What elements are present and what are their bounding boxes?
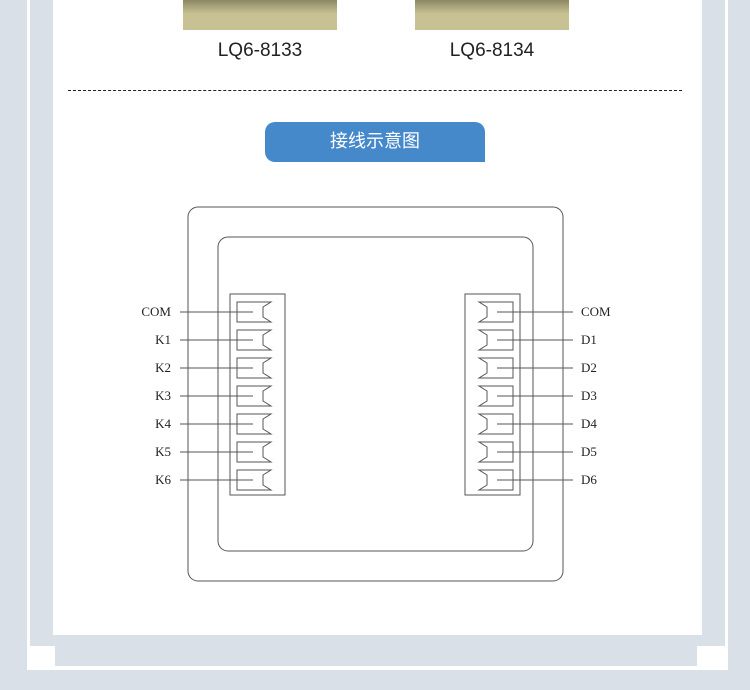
terminal-label-right: D1: [581, 332, 597, 347]
right-terminal-block: [464, 293, 521, 496]
frame-bottom-bar: [55, 646, 697, 666]
terminal-connector: [477, 441, 514, 463]
left-terminal-block: [229, 293, 286, 496]
terminal-label-left: K1: [155, 332, 171, 347]
terminal-label-right: D6: [581, 472, 597, 487]
divider: [68, 90, 682, 91]
terminal-connector: [477, 413, 514, 435]
terminal-connector: [477, 301, 514, 323]
terminal-connector: [236, 441, 273, 463]
terminal-label-left: K5: [155, 444, 171, 459]
terminal-connector: [477, 385, 514, 407]
terminal-label-right: D3: [581, 388, 597, 403]
product-model-label: LQ6-8134: [449, 40, 535, 61]
terminal-connector: [477, 329, 514, 351]
terminal-label-left: COM: [141, 304, 171, 319]
terminal-connector: [236, 301, 273, 323]
terminal-connector: [236, 469, 273, 491]
terminal-connector: [236, 329, 273, 351]
terminal-label-right: COM: [581, 304, 611, 319]
product-image: [415, 0, 569, 30]
section-title-tab: 接线示意图: [265, 122, 485, 162]
terminal-connector: [236, 413, 273, 435]
terminal-label-left: K2: [155, 360, 171, 375]
terminal-label-right: D5: [581, 444, 597, 459]
terminal-label-right: D4: [581, 416, 597, 431]
content-panel: [53, 0, 702, 635]
terminal-connector: [477, 357, 514, 379]
terminal-label-right: D2: [581, 360, 597, 375]
terminal-label-left: K6: [155, 472, 171, 487]
terminal-connector: [236, 385, 273, 407]
device-outer-outline: [187, 206, 564, 582]
product-model-label: LQ6-8133: [217, 40, 303, 61]
terminal-label-left: K3: [155, 388, 171, 403]
terminal-connector: [236, 357, 273, 379]
terminal-connector: [477, 469, 514, 491]
device-inner-outline: [217, 236, 534, 552]
product-image: [183, 0, 337, 30]
terminal-label-left: K4: [155, 416, 171, 431]
